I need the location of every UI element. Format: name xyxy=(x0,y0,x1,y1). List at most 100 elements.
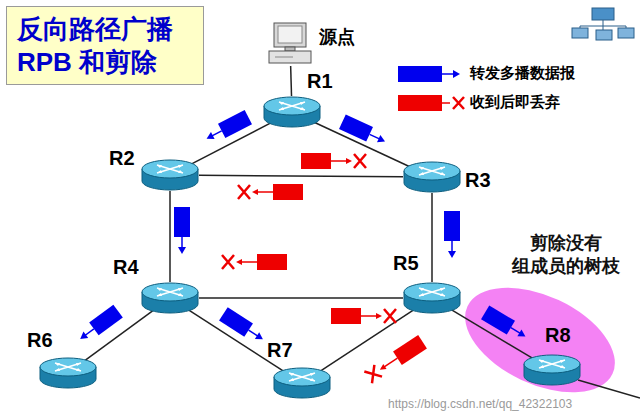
router-top xyxy=(142,160,198,178)
packet-head xyxy=(517,329,527,339)
forwarded-packet xyxy=(203,110,252,146)
packet-box xyxy=(218,110,252,138)
screen xyxy=(278,26,302,43)
router-icon xyxy=(403,282,461,314)
router-arrowheads xyxy=(419,167,445,175)
router-node: R2 xyxy=(141,159,199,191)
legend-cross xyxy=(453,97,464,109)
router-arrows xyxy=(157,288,183,296)
packet-head xyxy=(205,132,215,142)
router-top xyxy=(40,358,96,376)
packet-head xyxy=(376,313,382,319)
packet-box xyxy=(331,308,361,324)
router-label: R3 xyxy=(465,169,491,191)
pruned-branch-region xyxy=(449,266,631,413)
router-icon xyxy=(523,354,581,386)
packet-box xyxy=(339,114,373,141)
router-arrows xyxy=(419,167,445,175)
legend-text: 转发多播数据报 xyxy=(470,64,575,82)
legend-arrow-head xyxy=(453,70,460,78)
link-line xyxy=(199,297,403,299)
router-node: R5 xyxy=(403,282,461,314)
router-node: R8 xyxy=(523,354,581,386)
discarded-packet xyxy=(364,335,427,384)
packet-head xyxy=(78,332,88,343)
outgoing-link xyxy=(578,380,640,398)
router-top xyxy=(142,283,198,301)
packet-box xyxy=(89,305,123,336)
forwarded-packet xyxy=(339,114,388,148)
source-label: 源点 xyxy=(319,28,355,48)
router-arrowheads xyxy=(539,360,565,368)
packet-box xyxy=(393,335,427,365)
discarded-packet xyxy=(238,184,303,200)
router-arrows xyxy=(539,360,565,368)
router-top xyxy=(404,162,460,180)
router-label: R7 xyxy=(267,339,293,361)
stand xyxy=(285,47,295,51)
legend-swatch xyxy=(398,95,442,111)
router-icon xyxy=(141,282,199,314)
router-arrowheads xyxy=(279,102,305,110)
link-line xyxy=(199,175,403,177)
router-icon xyxy=(403,161,461,193)
packet-box xyxy=(273,184,303,200)
monitor xyxy=(274,23,306,47)
router-icon xyxy=(39,357,97,389)
watermark: https://blog.csdn.net/qq_42322103 xyxy=(388,397,572,411)
forwarded-packet xyxy=(444,211,460,258)
router-label: R5 xyxy=(393,252,419,274)
packet-box xyxy=(174,207,190,237)
discarded-packet xyxy=(331,308,396,324)
discarded-packet xyxy=(301,153,366,169)
title-box: 反向路径广播 RPB 和剪除 xyxy=(6,6,204,85)
packet-head xyxy=(252,189,258,195)
drop-cross xyxy=(384,309,396,323)
router-label: R1 xyxy=(307,70,333,92)
legend-arrow-line xyxy=(442,102,450,104)
packet-box xyxy=(301,153,331,169)
packet-head xyxy=(255,332,265,343)
packet-box xyxy=(444,211,460,241)
packet-head xyxy=(377,135,387,145)
packet-head xyxy=(378,364,386,372)
router-label: R4 xyxy=(113,256,139,278)
title-text: 反向路径广播 RPB 和剪除 xyxy=(17,13,193,78)
forwarded-packet xyxy=(75,305,122,346)
network-icon xyxy=(572,8,634,40)
router-top xyxy=(404,283,460,301)
computer-icon xyxy=(267,22,313,66)
base-unit xyxy=(269,51,311,63)
packet-box xyxy=(481,305,515,334)
router-node: R6 xyxy=(39,357,97,389)
source-computer: 源点 xyxy=(267,22,313,66)
packet-head xyxy=(178,247,186,254)
forwarded-packet xyxy=(174,207,190,254)
forwarded-packet xyxy=(481,305,530,343)
router-icon xyxy=(263,96,321,128)
router-arrows xyxy=(55,363,81,371)
link-line xyxy=(431,193,433,282)
drop-cross xyxy=(354,154,366,168)
router-top xyxy=(524,355,580,373)
router-icon xyxy=(273,367,331,399)
link-line xyxy=(290,66,292,96)
packet-head xyxy=(346,158,352,164)
router-arrowheads xyxy=(419,288,445,296)
packet-box xyxy=(219,307,253,337)
router-top xyxy=(264,97,320,115)
router-arrowheads xyxy=(55,363,81,371)
packet-box xyxy=(257,254,287,270)
annotation: 剪除没有 组成员的树枝 xyxy=(504,232,628,279)
drop-cross xyxy=(222,255,234,269)
forwarded-packet xyxy=(219,307,267,346)
router-arrowheads xyxy=(289,373,315,381)
router-node: R1 xyxy=(263,96,321,128)
router-arrowheads xyxy=(157,165,183,173)
legend-text: 收到后即丢弃 xyxy=(470,93,560,111)
drive-slot xyxy=(275,57,293,58)
router-arrows xyxy=(279,102,305,110)
drop-cross xyxy=(238,185,250,199)
packet-head xyxy=(236,259,242,265)
